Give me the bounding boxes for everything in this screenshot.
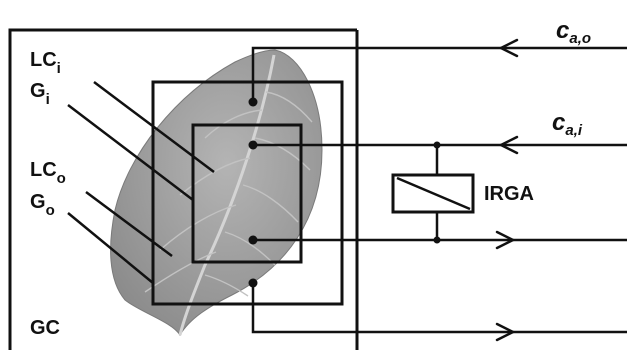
junction-dot (248, 97, 258, 107)
pointer-g-outer (67, 212, 154, 284)
inner-gasket-rect (191, 123, 303, 264)
label-lc-inner: LCi (30, 49, 61, 77)
arrow-left-icon (499, 135, 519, 155)
pointer-g-inner (67, 104, 194, 201)
arrow-right-icon (495, 230, 515, 250)
label-gc: GC (30, 317, 60, 339)
junction-dot (248, 140, 258, 150)
irga-analyzer (391, 173, 475, 214)
label-ca-outer: ca,o (556, 17, 591, 47)
pointer-lc-outer (85, 190, 173, 258)
label-g-inner: Gi (30, 80, 50, 108)
label-irga: IRGA (484, 183, 534, 205)
leaf-image (110, 49, 323, 336)
label-g-outer: Go (30, 191, 55, 219)
gas-chamber-outline (8, 28, 359, 350)
label-ca-inner: ca,i (552, 109, 583, 139)
line-outer-return (251, 281, 627, 334)
junction-dot (433, 141, 441, 149)
junction-dot (248, 278, 258, 288)
pointer-lc-inner (93, 81, 215, 173)
junction-dot (248, 235, 258, 245)
label-lc-outer: LCo (30, 159, 66, 187)
junction-dot (433, 236, 441, 244)
outer-gasket-rect (151, 80, 344, 306)
arrow-left-icon (499, 38, 519, 58)
arrow-right-icon (495, 322, 515, 342)
